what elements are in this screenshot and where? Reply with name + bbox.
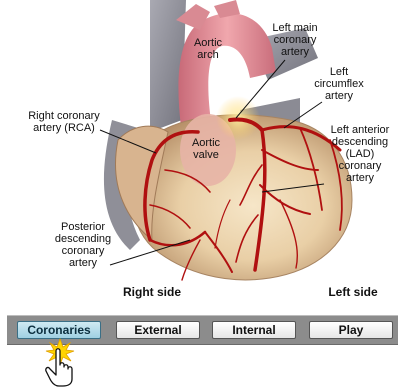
tab-external[interactable]: External bbox=[116, 321, 200, 339]
label-left-side: Left side bbox=[318, 286, 388, 298]
label-lad: Left anterior descending (LAD) coronary … bbox=[322, 124, 398, 184]
label-aortic-arch: Aortic arch bbox=[183, 37, 233, 61]
label-rca: Right coronary artery (RCA) bbox=[16, 110, 112, 134]
label-aortic-valve: Aortic valve bbox=[182, 137, 230, 161]
tab-internal[interactable]: Internal bbox=[212, 321, 296, 339]
tab-play[interactable]: Play bbox=[309, 321, 393, 339]
hand-pointer-icon bbox=[40, 337, 84, 387]
label-right-side: Right side bbox=[112, 286, 192, 298]
label-left-main-coronary: Left main coronary artery bbox=[258, 22, 332, 58]
label-posterior-descending: Posterior descending coronary artery bbox=[46, 221, 120, 269]
label-left-circumflex: Left circumflex artery bbox=[306, 66, 372, 102]
